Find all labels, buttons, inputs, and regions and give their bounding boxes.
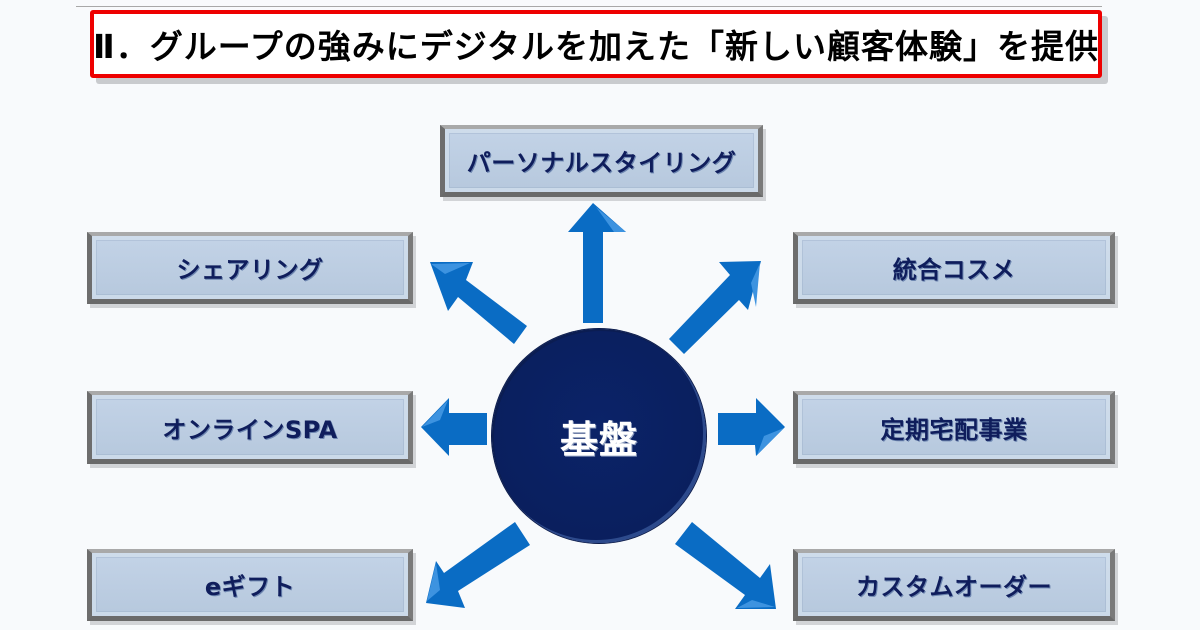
arrow-down-left: [426, 522, 530, 608]
arrow-left: [421, 398, 487, 456]
node-sharing: シェアリング: [87, 232, 413, 304]
node-online-spa: オンラインSPA: [87, 391, 413, 464]
node-custom-order: カスタムオーダー: [793, 549, 1115, 621]
node-label: オンラインSPA: [162, 415, 338, 444]
node-integrated-cosmetics: 統合コスメ: [793, 232, 1115, 304]
node-label: カスタムオーダー: [856, 573, 1052, 601]
arrow-down-right: [675, 522, 776, 609]
title-banner: Ⅱ．グループの強みにデジタルを加えた「新しい顧客体験」を提供: [90, 10, 1102, 78]
arrow-up-left: [430, 262, 527, 344]
hub-circle: 基盤: [492, 329, 706, 543]
node-label: シェアリング: [176, 256, 324, 284]
node-subscription-delivery: 定期宅配事業: [793, 391, 1115, 464]
arrow-right: [718, 398, 785, 456]
node-label: eギフト: [204, 573, 296, 601]
node-label: パーソナルスタイリング: [466, 149, 737, 177]
arrow-up-right: [669, 261, 761, 354]
node-personal-styling: パーソナルスタイリング: [440, 125, 763, 197]
page-title: Ⅱ．グループの強みにデジタルを加えた「新しい顧客体験」を提供: [92, 27, 1100, 66]
top-rule: [76, 6, 1102, 7]
node-label: 定期宅配事業: [880, 415, 1028, 444]
node-label: 統合コスメ: [892, 256, 1016, 284]
arrow-up: [568, 203, 626, 323]
node-e-gift: eギフト: [87, 549, 413, 621]
hub-label: 基盤: [559, 417, 638, 462]
